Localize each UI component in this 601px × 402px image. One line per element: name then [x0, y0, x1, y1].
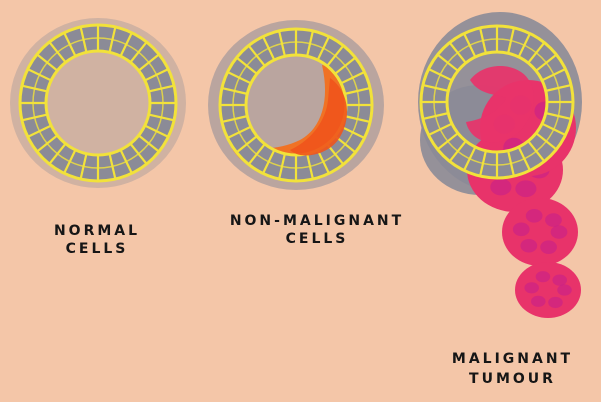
- normal-label: NORMAL CELLS: [22, 222, 172, 258]
- tumour-mottle: [557, 284, 572, 295]
- tumour-mottle: [526, 209, 543, 223]
- tumour-mottle: [515, 180, 536, 197]
- tumour-mottle: [513, 223, 530, 237]
- non-malignant-panel: [208, 20, 384, 190]
- tumour-mottle: [520, 239, 537, 253]
- tumour-mottle: [490, 179, 511, 196]
- normal-label-line-2: CELLS: [22, 240, 172, 258]
- tumour-mottle: [531, 296, 546, 307]
- tumour-mottle: [552, 275, 567, 286]
- tumour-mottle: [540, 240, 557, 254]
- tumour-mottle: [548, 297, 563, 308]
- non-malignant-label: NON-MALIGNANT CELLS: [212, 212, 422, 248]
- tumour-mottle: [545, 213, 562, 227]
- malignant-label: MALIGNANT TUMOUR: [430, 349, 595, 389]
- malignant-label-line-1: MALIGNANT: [430, 349, 595, 369]
- normal-label-line-1: NORMAL: [22, 222, 172, 240]
- normal-panel: [10, 18, 186, 188]
- non-malignant-label-line-2: CELLS: [212, 230, 422, 248]
- malignant-panel: [418, 12, 582, 318]
- tumour-mottle: [524, 282, 539, 293]
- malignant-label-line-2: TUMOUR: [430, 369, 595, 389]
- tumour-mottle: [551, 225, 568, 239]
- tumour-mottle: [536, 271, 551, 282]
- non-malignant-label-line-1: NON-MALIGNANT: [212, 212, 422, 230]
